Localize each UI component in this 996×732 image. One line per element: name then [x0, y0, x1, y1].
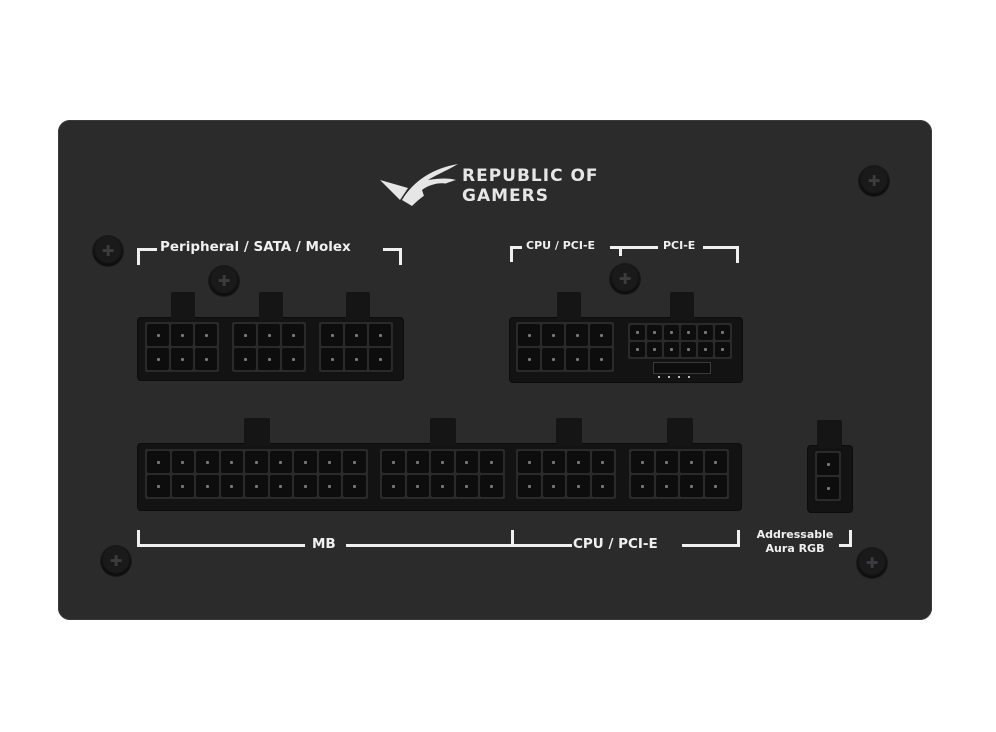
connector-latch: [259, 292, 283, 320]
peripheral-port-2[interactable]: [232, 322, 306, 372]
connector-latch: [430, 418, 456, 446]
bracket-line: [511, 530, 514, 546]
label-pcie-top: PCI-E: [663, 239, 696, 252]
cpu-pcie-port-top[interactable]: [516, 322, 614, 372]
label-peripheral: Peripheral / SATA / Molex: [160, 239, 351, 255]
pcie-sense-pins: [653, 362, 711, 378]
bracket-line: [383, 248, 402, 251]
connector-latch: [346, 292, 370, 320]
label-mb: MB: [312, 536, 336, 552]
screw-bottom-left: ✚: [101, 546, 131, 576]
screw-cross-icon: ✚: [217, 272, 231, 290]
screw-top-left: ✚: [93, 236, 123, 266]
label-argb-line-2: Aura RGB: [765, 542, 825, 555]
pcie-12vhpwr-port[interactable]: [628, 323, 732, 359]
connector-latch: [557, 292, 581, 320]
screw-cross-icon: ✚: [867, 172, 881, 190]
connector-latch: [817, 420, 842, 448]
bracket-line: [399, 248, 402, 265]
bracket-line: [346, 544, 572, 547]
bracket-line: [839, 544, 852, 547]
bracket-line: [137, 248, 157, 251]
argb-port[interactable]: [815, 451, 841, 501]
screw-top-right: ✚: [859, 166, 889, 196]
screw-cross-icon: ✚: [109, 552, 123, 570]
connector-latch: [667, 418, 693, 446]
label-cpu-pcie-bottom: CPU / PCI-E: [573, 536, 658, 552]
label-argb: Addressable Aura RGB: [751, 528, 839, 556]
mb-port-18pin[interactable]: [145, 449, 368, 499]
connector-latch: [556, 418, 582, 446]
rog-logo: REPUBLIC OF GAMERS: [378, 162, 618, 212]
logo-line-1: REPUBLIC OF: [462, 166, 599, 186]
rog-eye-icon: [380, 164, 458, 206]
bracket-line: [510, 246, 522, 249]
bracket-line: [137, 544, 305, 547]
bracket-line: [619, 246, 622, 256]
bracket-line: [610, 246, 658, 249]
peripheral-port-3[interactable]: [319, 322, 393, 372]
screw-peripheral: ✚: [209, 266, 239, 296]
cpu-pcie-port-bottom-2[interactable]: [629, 449, 729, 499]
peripheral-port-1[interactable]: [145, 322, 219, 372]
mb-port-10pin[interactable]: [380, 449, 505, 499]
bracket-line: [703, 246, 739, 249]
screw-pcie: ✚: [610, 264, 640, 294]
screw-bottom-right: ✚: [857, 548, 887, 578]
connector-latch: [244, 418, 270, 446]
screw-cross-icon: ✚: [618, 270, 632, 288]
bracket-line: [736, 246, 739, 263]
label-cpu-pcie-top: CPU / PCI-E: [526, 239, 596, 252]
bracket-line: [137, 248, 140, 265]
label-argb-line-1: Addressable: [756, 528, 834, 541]
cpu-pcie-port-bottom-1[interactable]: [516, 449, 616, 499]
bracket-line: [510, 246, 513, 262]
bracket-line: [737, 530, 740, 546]
screw-cross-icon: ✚: [101, 242, 115, 260]
bracket-line: [682, 544, 740, 547]
rog-wordmark: REPUBLIC OF GAMERS: [462, 166, 599, 206]
logo-line-2: GAMERS: [462, 186, 549, 206]
connector-latch: [670, 292, 694, 320]
bracket-line: [137, 530, 140, 546]
connector-latch: [171, 292, 195, 320]
screw-cross-icon: ✚: [865, 554, 879, 572]
bracket-line: [849, 530, 852, 546]
